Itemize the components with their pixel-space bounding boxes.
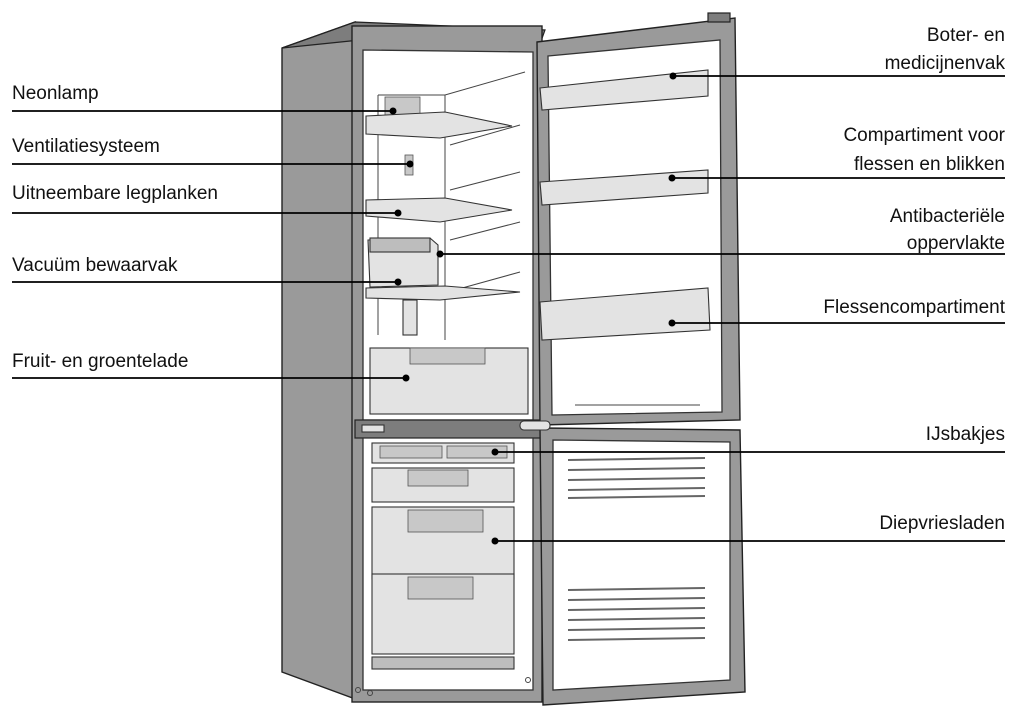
ice-tray-left bbox=[379, 445, 443, 459]
label-boter-line2: medicijnenvak bbox=[885, 53, 1006, 74]
label-fruit: Fruit- en groentelade bbox=[12, 351, 188, 372]
label-ventilatiesysteem: Ventilatiesysteem bbox=[12, 136, 160, 157]
foot-mid bbox=[367, 690, 373, 696]
door-shelf-cans bbox=[539, 169, 709, 206]
label-ijsbakjes: IJsbakjes bbox=[926, 424, 1005, 445]
label-flessen-blikken-line2: flessen en blikken bbox=[854, 154, 1005, 175]
leader-lines-left bbox=[12, 107, 414, 382]
label-boter-line1: Boter- en bbox=[927, 25, 1005, 46]
leader-lines-right bbox=[436, 72, 1005, 545]
freezer-grill-top bbox=[567, 457, 706, 499]
label-vacuum: Vacuüm bewaarvak bbox=[12, 255, 178, 276]
vacuum-stand bbox=[402, 299, 418, 336]
shelf-top bbox=[365, 111, 513, 139]
label-flessen-blikken-line1: Compartiment voor bbox=[843, 125, 1005, 146]
label-antibacterieel-line1: Antibacteriële bbox=[890, 206, 1005, 227]
freezer-drawer-1-handle bbox=[407, 469, 469, 487]
crisper-handle bbox=[409, 347, 486, 365]
foot-right bbox=[525, 677, 531, 683]
freezer-grill-bottom bbox=[567, 587, 706, 641]
label-neonlamp: Neonlamp bbox=[12, 83, 99, 104]
shelf-lower bbox=[365, 285, 521, 301]
fridge-side-ridges bbox=[449, 124, 521, 291]
vacuum-lid bbox=[369, 237, 431, 253]
cabinet-side-panel bbox=[281, 21, 359, 702]
freezer-drawer-3-handle bbox=[407, 576, 474, 600]
freezer-door-handle bbox=[519, 420, 551, 431]
freezer-drawer-2-handle bbox=[407, 509, 484, 533]
label-flessencompartiment: Flessencompartiment bbox=[823, 297, 1005, 318]
label-diepvriesladen: Diepvriesladen bbox=[879, 513, 1005, 534]
label-antibacterieel-line2: oppervlakte bbox=[907, 233, 1005, 254]
divider-badge bbox=[361, 424, 385, 433]
door-shelf-bottles bbox=[539, 287, 711, 341]
door-shelf-butter bbox=[539, 69, 709, 111]
label-legplanken: Uitneembare legplanken bbox=[12, 183, 218, 204]
foot-left bbox=[355, 687, 361, 693]
freezer-floor bbox=[371, 656, 515, 670]
door-hinge bbox=[707, 12, 731, 23]
